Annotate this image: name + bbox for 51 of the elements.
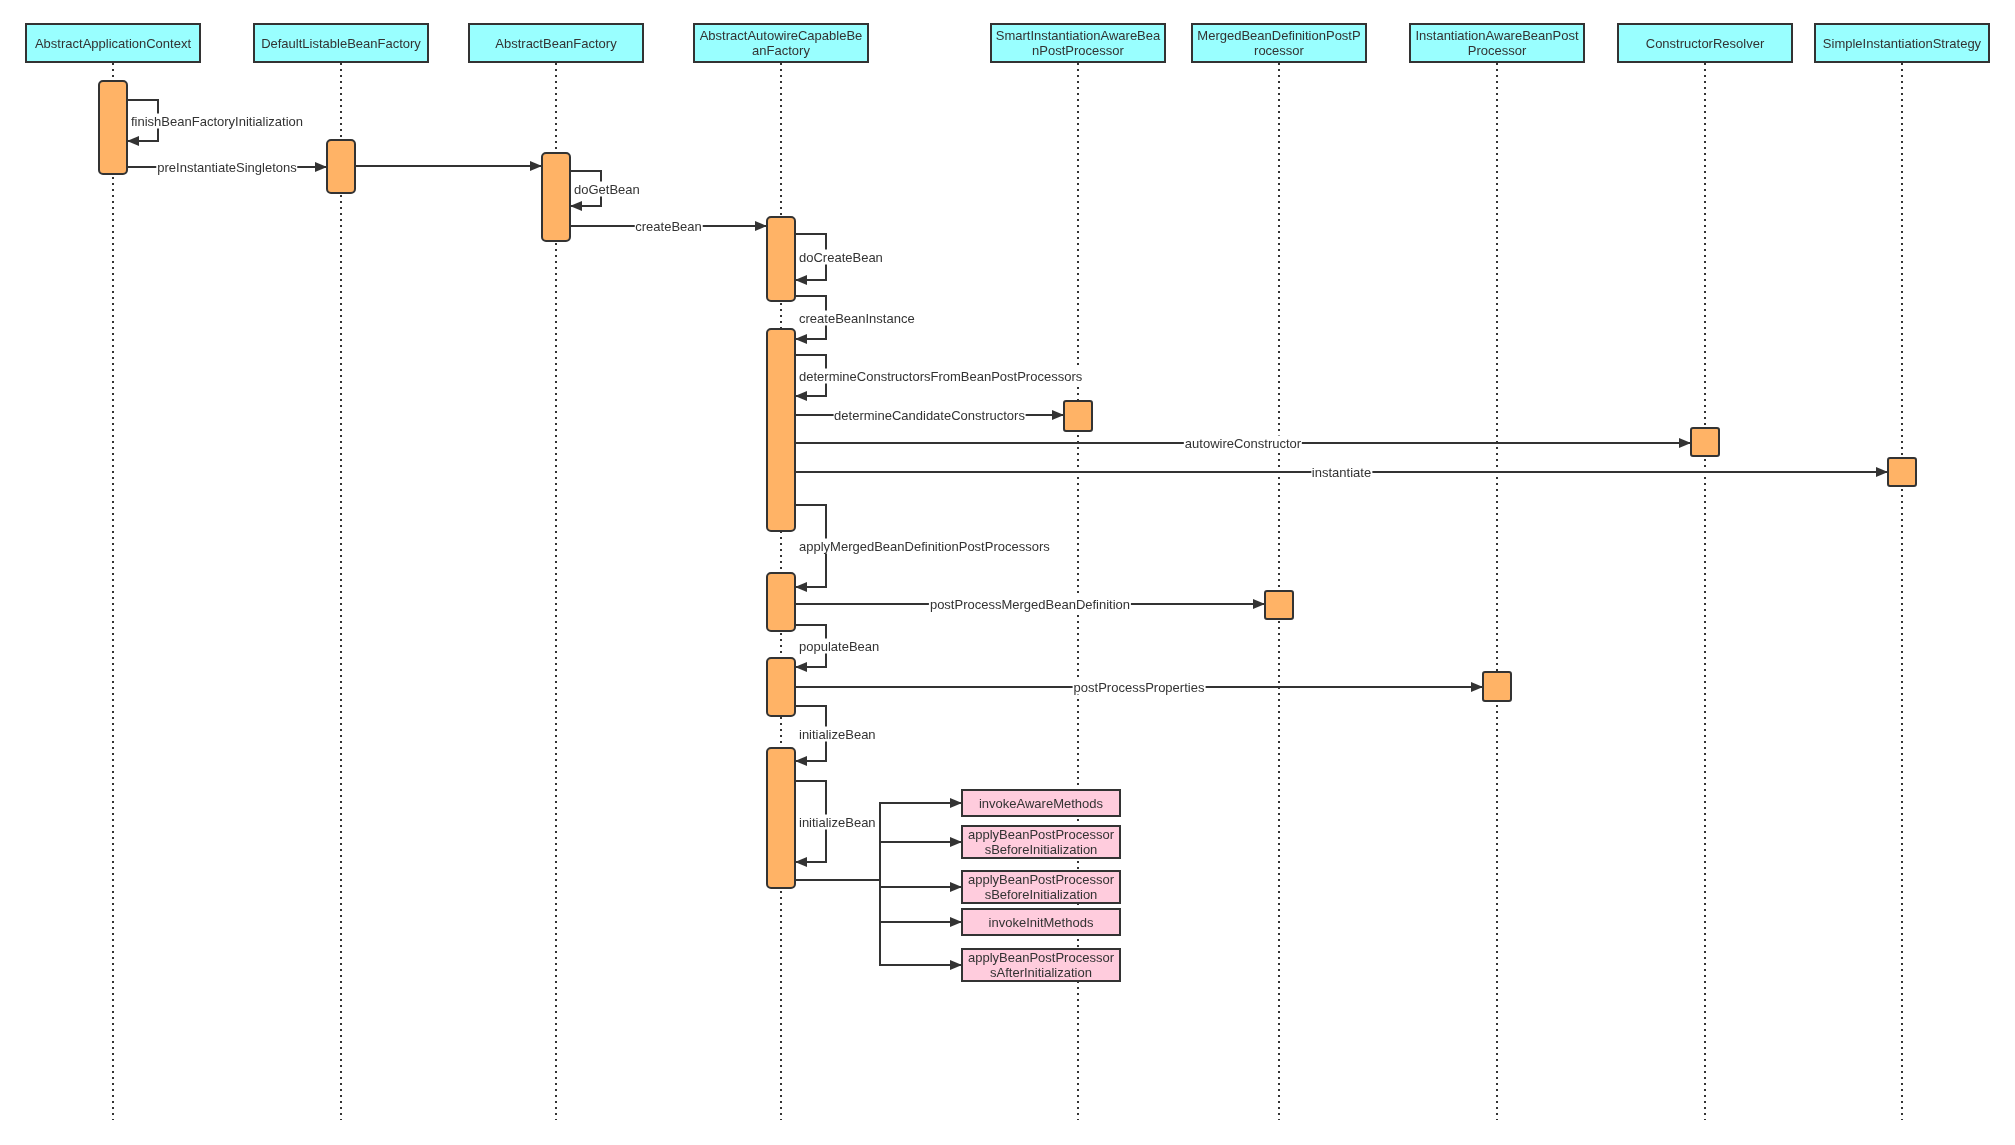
edge-label: initializeBean [798,726,877,741]
activation-bar [1063,400,1093,432]
method-box: applyBeanPostProcessorsAfterInitialization [961,948,1121,982]
arrow [795,233,827,285]
participant-box: AbstractApplicationContext [25,23,201,63]
arrow [795,438,1691,448]
arrow [795,624,827,672]
arrow [355,161,542,171]
edge-label: initializeBean [798,814,877,829]
edge-label: createBeanInstance [798,310,916,325]
arrow [795,879,962,970]
edge-label: postProcessMergedBeanDefinition [928,596,1132,612]
edge-label: finishBeanFactoryInitialization [130,113,304,128]
edge-label: applyMergedBeanDefinitionPostProcessors [798,538,1051,554]
participant-box: DefaultListableBeanFactory [253,23,429,63]
activation-bar [766,572,796,632]
arrow [795,780,827,867]
participant-box: AbstractAutowireCapableBeanFactory [693,23,869,63]
edge-label: populateBean [798,638,881,654]
edge-label: doCreateBean [798,249,884,265]
participant-box: MergedBeanDefinitionPostProcessor [1191,23,1367,63]
participant-box: InstantiationAwareBeanPostProcessor [1409,23,1585,63]
participant-box: ConstructorResolver [1617,23,1793,63]
activation-bar [766,216,796,302]
activation-bar [766,747,796,889]
activation-bar [766,657,796,717]
arrow [795,467,1888,477]
arrow [127,99,159,146]
arrow [795,705,827,766]
edge-label: postProcessProperties [1072,679,1206,695]
arrow [570,170,602,211]
participant-box: SmartInstantiationAwareBeanPostProcessor [990,23,1166,63]
activation-bar [1264,590,1294,620]
activation-bar [326,139,356,194]
arrow [795,504,827,592]
method-box: applyBeanPostProcessorsBeforeInitialization [961,825,1121,859]
method-box: invokeAwareMethods [961,789,1121,817]
activation-bar [1887,457,1917,487]
activation-bar [766,328,796,532]
activation-bar [98,80,128,175]
participant-box: AbstractBeanFactory [468,23,644,63]
activation-bar [541,152,571,242]
edge-label: determineConstructorsFromBeanPostProcessors [798,368,1084,383]
activation-bar [1482,671,1512,702]
method-box: invokeInitMethods [961,908,1121,936]
arrow [795,354,827,401]
method-box: applyBeanPostProcessorsBeforeInitialization [961,870,1121,904]
activation-bar [1690,427,1720,457]
edge-label: doGetBean [573,181,641,196]
edge-label: autowireConstructor [1183,435,1303,451]
participant-box: SimpleInstantiationStrategy [1814,23,1990,63]
